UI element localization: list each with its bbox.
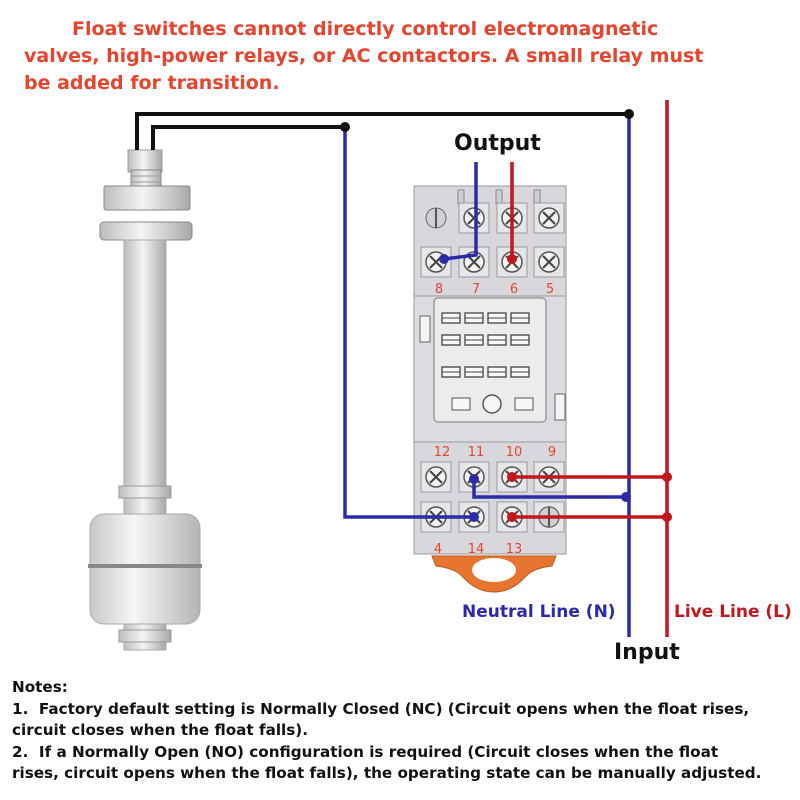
float-wire-1	[135, 112, 629, 150]
neutral-wire-to-14	[343, 127, 474, 519]
terminal-number-top: 5	[546, 282, 554, 297]
relay-inner-panel	[433, 297, 547, 423]
note-line-1: 1. Factory default setting is Normally C…	[12, 699, 750, 718]
terminal-screw	[458, 202, 490, 234]
terminal-number-top: 6	[510, 282, 518, 297]
terminal-number-mid: 12	[434, 445, 451, 460]
neutral-wire-to-11	[472, 479, 626, 499]
wire-junctions	[340, 109, 672, 522]
junction-float-2	[340, 122, 350, 132]
terminal-number-bottom: 14	[468, 542, 485, 557]
note-line-4: rises, circuit opens when the float fall…	[12, 764, 762, 782]
float-stop-ring-top	[118, 485, 172, 499]
terminal-11-dot	[469, 474, 479, 484]
junction-float-1	[624, 109, 634, 119]
junction-live-bottom	[662, 512, 672, 522]
relay-base-clip-notch	[472, 558, 516, 582]
warning-line-2: valves, high-power relays, or AC contact…	[24, 45, 704, 67]
relay-side-slot-left	[419, 315, 431, 343]
terminal-14-dot	[469, 512, 479, 522]
terminal-number-bottom: 13	[506, 542, 523, 557]
live-line-label: Live Line (L)	[674, 602, 792, 622]
terminal-6-dot	[507, 254, 517, 264]
terminal-screw	[533, 246, 565, 278]
wires	[135, 100, 669, 637]
float-switch	[88, 149, 202, 651]
notes-section: Notes: 1. Factory default setting is Nor…	[12, 677, 792, 785]
relay-top-hooks	[457, 189, 541, 205]
float-washer	[99, 221, 193, 241]
float-ball	[89, 513, 201, 625]
relay-center-hole	[482, 394, 502, 414]
warning-line-1: Float switches cannot directly control e…	[72, 18, 659, 40]
terminal-numbers: 8 7 6 5 12 11 10 9 4 14 13	[434, 282, 556, 557]
junction-live-top	[662, 472, 672, 482]
terminal-open-slot	[425, 207, 447, 229]
input-label: Input	[614, 640, 680, 665]
terminal-number-mid: 9	[548, 445, 556, 460]
relay-mount-slot-left	[451, 397, 471, 411]
terminal-number-top: 8	[435, 282, 443, 297]
terminal-13-dot	[507, 512, 517, 522]
warning-line-3: be added for transition.	[24, 72, 280, 94]
warning-text: Float switches cannot directly control e…	[24, 16, 714, 97]
relay-side-slot-right	[554, 393, 566, 421]
float-hex-nut	[103, 185, 191, 211]
output-wire-neutral	[443, 162, 478, 261]
terminal-screw	[533, 202, 565, 234]
relay-pin-slots	[441, 312, 530, 378]
neutral-line-label: Neutral Line (N)	[462, 602, 616, 622]
terminal-screw	[458, 246, 490, 278]
relay-socket: 8 7 6 5 12 11 10 9 4 14 13	[413, 185, 567, 593]
terminal-10-dot	[507, 472, 517, 482]
notes-heading: Notes:	[12, 678, 68, 696]
terminal-7-dot	[439, 254, 449, 264]
float-stop-ring-bottom	[118, 629, 172, 643]
terminal-number-top: 7	[472, 282, 480, 297]
terminal-number-mid: 10	[506, 445, 523, 460]
float-top-cap	[127, 149, 163, 173]
float-wire-2	[151, 125, 345, 150]
relay-mount-slot-right	[514, 397, 534, 411]
note-line-2: circuit closes when the float falls).	[12, 721, 308, 739]
terminal-number-bottom: 4	[434, 542, 442, 557]
terminal-number-mid: 11	[468, 445, 485, 460]
junction-neutral	[621, 492, 631, 502]
output-label: Output	[454, 131, 541, 156]
terminal-screw	[420, 461, 452, 493]
note-line-3: 2. If a Normally Open (NO) configuration…	[12, 742, 719, 761]
